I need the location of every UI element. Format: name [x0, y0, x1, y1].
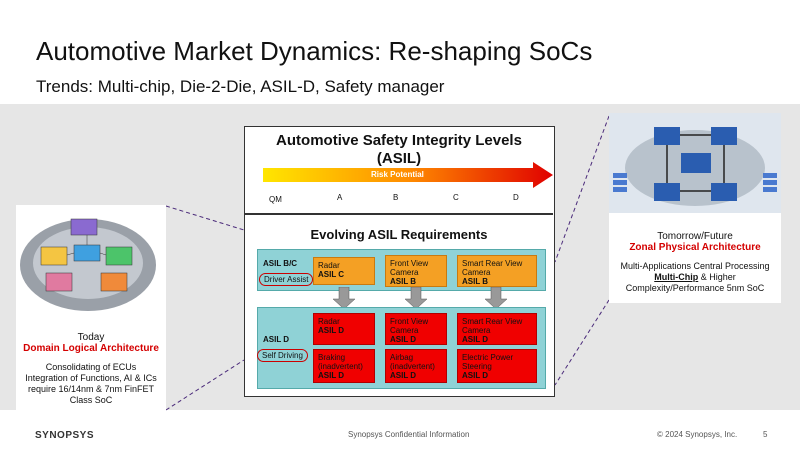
driver-assist-callout: Driver Assist	[259, 273, 314, 286]
future-label: Tomorrow/Future	[657, 231, 733, 242]
d-braking-name: Braking (inadvertent)	[318, 353, 363, 371]
d-airbag-box: Airbag (inadvertent)ASIL D	[385, 349, 447, 383]
d-radar-name: Radar	[318, 317, 340, 326]
d-radar-level: ASIL D	[318, 326, 345, 335]
down-arrows	[332, 287, 508, 310]
asil-level-qm: QM	[269, 195, 282, 204]
asil-level-a: A	[337, 193, 343, 202]
domain-architecture-diagram	[20, 218, 156, 311]
d-front-camera-name: Front View Camera	[390, 317, 429, 335]
bc-radar-level: ASIL C	[318, 270, 345, 279]
synopsys-logo: SYNOPSYS	[35, 430, 95, 441]
d-steering-level: ASIL D	[462, 371, 489, 380]
slide-title: Automotive Market Dynamics: Re-shaping S…	[36, 36, 593, 66]
asil-level-c: C	[453, 193, 459, 202]
right-panel-desc-line1: Multi-Applications Central Processing	[620, 261, 770, 271]
asil-divider	[245, 213, 553, 215]
risk-potential-label: Risk Potential	[371, 170, 424, 179]
right-panel-desc-line2: Multi-Chip & Higher	[609, 272, 781, 283]
d-airbag-name: Airbag (inadvertent)	[390, 353, 435, 371]
multichip-text: Multi-Chip	[654, 272, 699, 282]
higher-text: & Higher	[698, 272, 736, 282]
asil-bc-label: ASIL B/C	[263, 259, 298, 268]
right-panel-desc-line3: Complexity/Performance 5nm SoC	[625, 283, 765, 293]
d-airbag-level: ASIL D	[390, 371, 417, 380]
asil-level-d: D	[513, 193, 519, 202]
d-braking-level: ASIL D	[318, 371, 345, 380]
self-driving-callout: Self Driving	[257, 349, 308, 362]
evolving-title: Evolving ASIL Requirements	[310, 227, 488, 242]
today-label: Today	[77, 332, 105, 343]
bc-front-camera-name: Front View Camera	[390, 259, 429, 277]
right-panel: Tomorrow/Future Zonal Physical Architect…	[609, 113, 781, 303]
asil-panel: Automotive Safety Integrity Levels (ASIL…	[244, 126, 555, 397]
domain-architecture-label: Domain Logical Architecture	[23, 343, 159, 354]
bc-rear-camera-level: ASIL B	[462, 277, 489, 286]
d-steering-name: Electric Power Steering	[462, 353, 514, 371]
left-panel: Today Domain Logical Architecture Consol…	[16, 205, 166, 410]
asil-level-b: B	[393, 193, 399, 202]
confidential-notice: Synopsys Confidential Information	[348, 430, 470, 439]
d-rear-camera-name: Smart Rear View Camera	[462, 317, 523, 335]
page-number: 5	[763, 430, 768, 439]
d-braking-box: Braking (inadvertent)ASIL D	[313, 349, 375, 383]
bc-rear-camera-name: Smart Rear View Camera	[462, 259, 523, 277]
bc-radar-name: Radar	[318, 261, 340, 270]
left-panel-description: Consolidating of ECUs Integration of Fun…	[25, 362, 157, 405]
zonal-architecture-label: Zonal Physical Architecture	[629, 242, 761, 253]
copyright: © 2024 Synopsys, Inc.	[657, 430, 738, 439]
slide-subtitle: Trends: Multi-chip, Die-2-Die, ASIL-D, S…	[36, 77, 445, 96]
asil-d-label: ASIL D	[263, 335, 290, 344]
bc-front-camera-level: ASIL B	[390, 277, 417, 286]
asil-title: Automotive Safety Integrity Levels	[276, 132, 522, 149]
d-rear-camera-level: ASIL D	[462, 335, 489, 344]
d-front-camera-level: ASIL D	[390, 335, 417, 344]
zonal-architecture-diagram	[609, 113, 781, 213]
risk-potential-arrow	[263, 162, 553, 188]
asil-title-abbrev: (ASIL)	[376, 150, 422, 167]
